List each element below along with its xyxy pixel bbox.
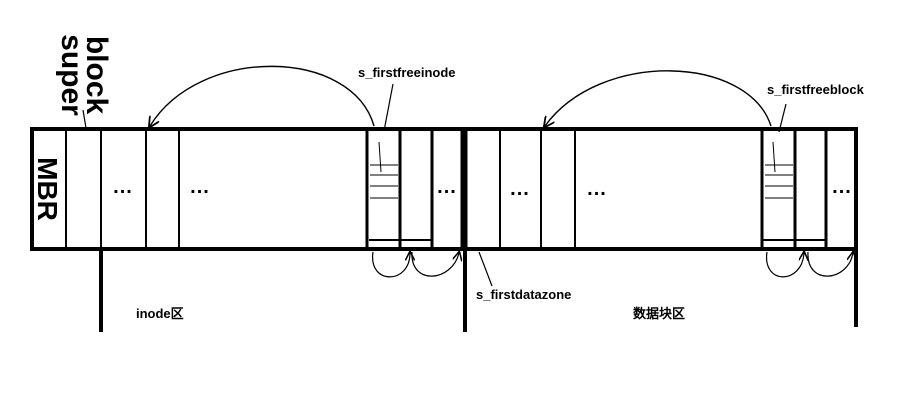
super-block-pointer [82, 109, 87, 129]
s-firstfreeinode-arrow [150, 65, 375, 126]
ellipsis-data-2: ... [587, 178, 607, 200]
s-firstfreeblock-label: s_firstfreeblock [767, 82, 865, 97]
ellipsis-inode-1: ... [113, 176, 133, 198]
block-dividers [65, 129, 828, 249]
ellipsis-data-3: ... [832, 176, 852, 198]
super-block-label-block: block [80, 36, 113, 115]
free-list-chain-loops [372, 252, 853, 278]
s-firstfreeinode-label: s_firstfreeinode [358, 65, 456, 80]
ellipsis-inode-3: ... [437, 176, 457, 198]
super-block-label-super: super [55, 34, 88, 116]
disk-strip-outline [30, 127, 858, 251]
mbr-label: MBR [32, 157, 63, 221]
ellipsis-inode-2: ... [190, 176, 210, 198]
ellipsis-data-1: ... [510, 178, 530, 200]
zone-boundary-posts [99, 249, 858, 332]
data-zone-label: 数据块区 [633, 306, 685, 321]
s-firstfreeblock-arrow [545, 70, 772, 126]
free-data-block-detail [763, 141, 826, 241]
s-firstdatazone-pointer [478, 251, 493, 287]
inode-zone-label: inode区 [136, 306, 184, 321]
s-firstfreeinode-pointer [383, 83, 394, 132]
s-firstdatazone-label: s_firstdatazone [476, 287, 571, 302]
free-inode-block-detail [369, 141, 432, 241]
s-firstfreeblock-pointer [778, 103, 787, 133]
